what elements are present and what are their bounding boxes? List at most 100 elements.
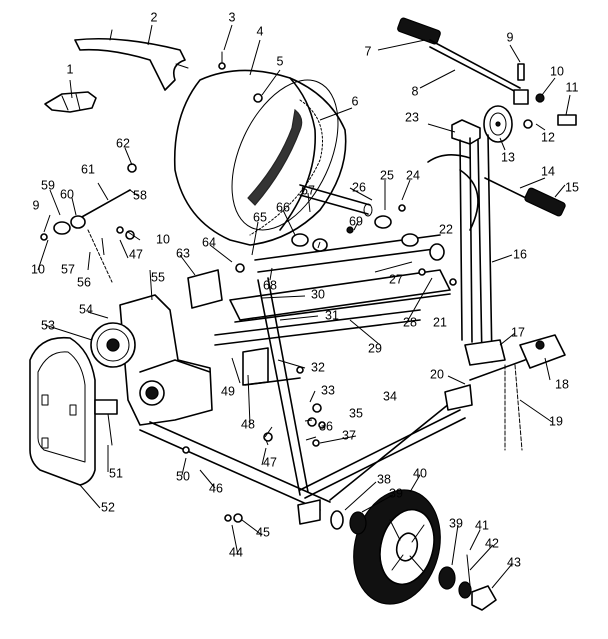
callout-64: 64 bbox=[202, 235, 216, 249]
callout-44: 44 bbox=[229, 545, 243, 559]
callout-57: 57 bbox=[61, 262, 75, 276]
motor-pulley bbox=[90, 322, 136, 368]
callout-21: 21 bbox=[433, 315, 447, 329]
hitch-coupler bbox=[469, 334, 566, 381]
callout-10: 10 bbox=[550, 64, 564, 78]
wheel bbox=[353, 489, 441, 605]
callout-39: 39 bbox=[389, 486, 403, 500]
callout-35: 35 bbox=[349, 406, 363, 420]
callout-30: 30 bbox=[311, 287, 325, 301]
callout-9: 9 bbox=[507, 30, 514, 44]
callout-26: 26 bbox=[352, 180, 366, 194]
callout-48: 48 bbox=[241, 417, 255, 431]
callout-53: 53 bbox=[41, 318, 55, 332]
callout-13: 13 bbox=[501, 150, 515, 164]
callout-3: 3 bbox=[229, 10, 236, 24]
callout-40: 40 bbox=[413, 466, 427, 480]
callout-68: 68 bbox=[263, 278, 277, 292]
callout-14: 14 bbox=[541, 164, 555, 178]
callout-18: 18 bbox=[555, 377, 569, 391]
drum-ring-gear bbox=[247, 99, 323, 236]
foot-bracket bbox=[464, 339, 506, 366]
frame-rail bbox=[214, 269, 451, 386]
motor-cover bbox=[29, 336, 96, 486]
callout-39-b: 39 bbox=[449, 516, 463, 530]
callout-4: 4 bbox=[257, 24, 264, 38]
callout-37: 37 bbox=[342, 428, 356, 442]
callout-50: 50 bbox=[176, 469, 190, 483]
callout-2: 2 bbox=[151, 10, 158, 24]
frame-upright bbox=[427, 119, 493, 363]
callout-51: 51 bbox=[109, 466, 123, 480]
callout-12: 12 bbox=[541, 130, 555, 144]
callout-5: 5 bbox=[277, 54, 284, 68]
callout-52: 52 bbox=[101, 500, 115, 514]
callout-22: 22 bbox=[439, 222, 453, 236]
callout-67: 67 bbox=[301, 183, 315, 197]
handle-bar bbox=[397, 17, 521, 95]
callout-66: 66 bbox=[276, 200, 290, 214]
callout-65: 65 bbox=[253, 210, 267, 224]
callout-9-b: 9 bbox=[33, 198, 40, 212]
callout-19: 19 bbox=[549, 414, 563, 428]
callout-24: 24 bbox=[406, 168, 420, 182]
callout-10-c: 10 bbox=[156, 232, 170, 246]
callout-29: 29 bbox=[368, 341, 382, 355]
blade-large bbox=[74, 29, 189, 91]
pulley bbox=[483, 105, 513, 143]
handle-bracket bbox=[513, 63, 577, 129]
callout-8: 8 bbox=[412, 84, 419, 98]
callout-38: 38 bbox=[377, 472, 391, 486]
leader-lines bbox=[37, 24, 571, 589]
callout-46: 46 bbox=[209, 481, 223, 495]
callout-33: 33 bbox=[321, 383, 335, 397]
tube-crossbar bbox=[254, 215, 445, 273]
callout-63: 63 bbox=[176, 246, 190, 260]
callout-labels: 1 2 3 4 5 6 7 8 9 10 11 12 13 14 15 16 1… bbox=[31, 10, 579, 569]
axle bbox=[330, 510, 497, 611]
callout-54: 54 bbox=[79, 302, 93, 316]
callout-45: 45 bbox=[256, 525, 270, 539]
callout-42: 42 bbox=[485, 536, 499, 550]
callout-47: 47 bbox=[129, 247, 143, 261]
callout-36: 36 bbox=[319, 419, 333, 433]
callout-34: 34 bbox=[383, 389, 397, 403]
callout-7: 7 bbox=[365, 44, 372, 58]
callout-69: 69 bbox=[349, 214, 363, 228]
callout-25: 25 bbox=[380, 168, 394, 182]
hitch-chain bbox=[504, 364, 523, 451]
callout-41: 41 bbox=[475, 518, 489, 532]
pinion-shaft bbox=[299, 184, 373, 217]
callout-1: 1 bbox=[67, 62, 74, 76]
callout-15: 15 bbox=[565, 180, 579, 194]
callout-47-b: 47 bbox=[263, 455, 277, 469]
callout-62: 62 bbox=[116, 136, 130, 150]
callout-6: 6 bbox=[352, 94, 359, 108]
callout-60: 60 bbox=[60, 187, 74, 201]
callout-58: 58 bbox=[133, 188, 147, 202]
callout-56: 56 bbox=[77, 275, 91, 289]
callout-49: 49 bbox=[221, 384, 235, 398]
tie-rod bbox=[53, 189, 131, 283]
callout-23: 23 bbox=[405, 110, 419, 124]
callout-55: 55 bbox=[151, 270, 165, 284]
gearbox-housing bbox=[119, 294, 213, 426]
callout-32: 32 bbox=[311, 360, 325, 374]
drum bbox=[173, 69, 347, 246]
axle-handle bbox=[484, 177, 566, 217]
callout-16: 16 bbox=[513, 247, 527, 261]
callout-11: 11 bbox=[566, 80, 579, 94]
left-upright bbox=[187, 263, 309, 496]
callout-20: 20 bbox=[430, 367, 444, 381]
callout-59: 59 bbox=[41, 178, 55, 192]
callout-10-b: 10 bbox=[31, 262, 45, 276]
callout-31: 31 bbox=[325, 308, 339, 322]
callout-43: 43 bbox=[507, 555, 521, 569]
callout-27: 27 bbox=[389, 272, 403, 286]
callout-17: 17 bbox=[511, 325, 525, 339]
lower-frame bbox=[139, 384, 473, 525]
callout-28: 28 bbox=[403, 315, 417, 329]
callout-61: 61 bbox=[81, 162, 95, 176]
blade-small bbox=[44, 91, 97, 113]
